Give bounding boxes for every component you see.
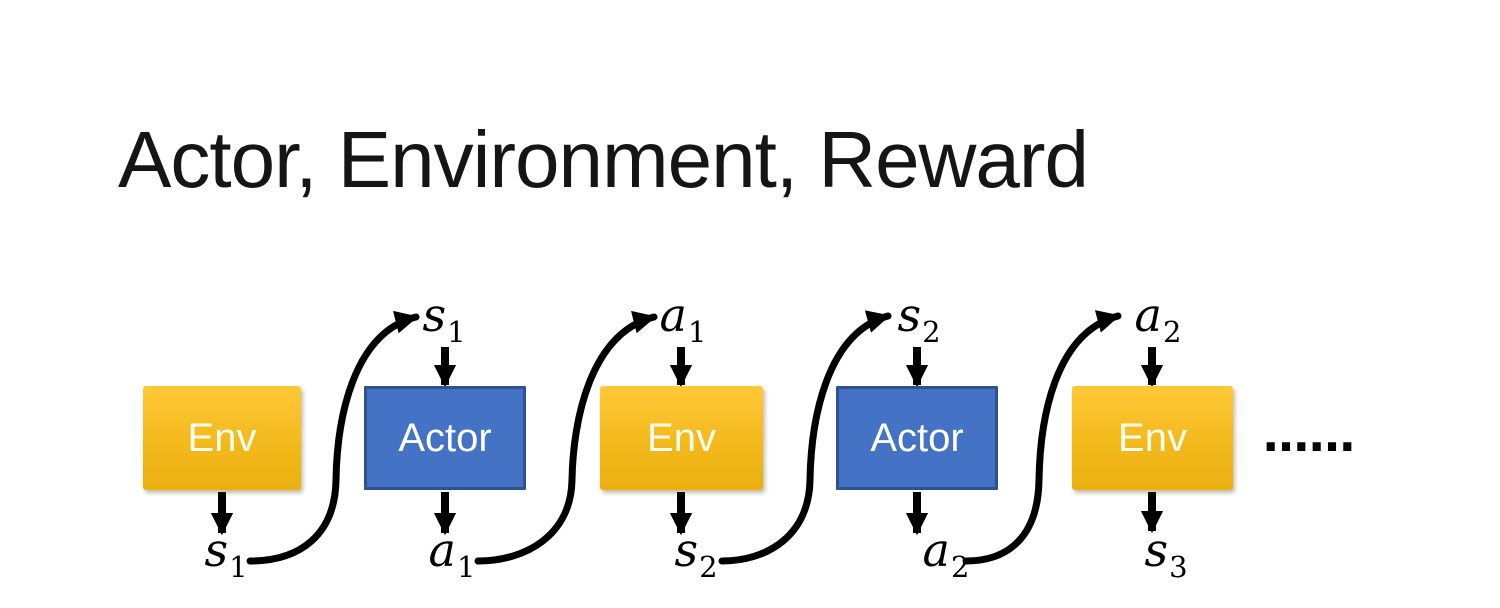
bottom-label-s3: s3 (1144, 523, 1188, 584)
bottom-label-s2: s2 (674, 523, 718, 584)
curved-arrow-s2 (718, 310, 892, 565)
box-label: Env (647, 416, 716, 460)
box-label: Env (187, 416, 257, 460)
curved-arrow-s1 (246, 310, 420, 565)
actor-box-1: Actor (364, 386, 526, 490)
actor-box-2: Actor (836, 386, 998, 490)
curved-arrow-a1 (474, 310, 658, 565)
top-label-s1: s1 (422, 288, 466, 349)
bottom-label-a1: a1 (428, 523, 476, 584)
top-label-a2: a2 (1134, 288, 1182, 349)
box-label: Actor (398, 416, 492, 460)
top-label-s2: s2 (897, 288, 941, 349)
slide-title: Actor, Environment, Reward (118, 115, 1089, 204)
box-label: Actor (870, 416, 964, 460)
env-box-3: Env (1072, 386, 1233, 490)
env-box-2: Env (600, 386, 763, 490)
bottom-label-s1: s1 (204, 523, 248, 584)
continuation-ellipsis: …… (1263, 408, 1355, 462)
bottom-label-a2: a2 (922, 523, 970, 584)
env-box-1: Env (143, 386, 301, 490)
box-label: Env (1118, 416, 1187, 460)
top-label-a1: a1 (659, 288, 707, 349)
curved-arrow-a2 (962, 310, 1122, 565)
